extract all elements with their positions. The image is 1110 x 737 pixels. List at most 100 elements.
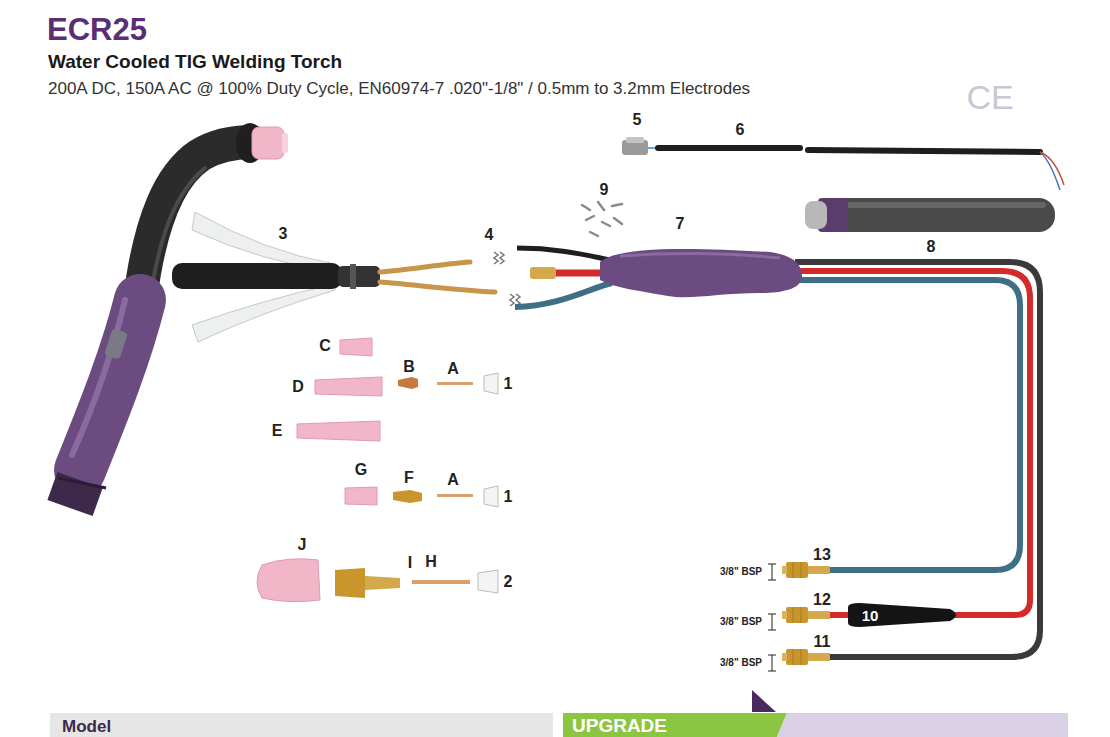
spring xyxy=(494,252,520,306)
hose-assembly xyxy=(172,212,495,342)
screws-part xyxy=(598,202,604,210)
fitting-part xyxy=(793,607,801,623)
switch-cable-part xyxy=(808,150,1040,152)
fitting-part xyxy=(782,566,787,574)
screws-part xyxy=(582,205,590,210)
hoses-part xyxy=(795,271,1030,615)
header-band xyxy=(777,713,1068,737)
spring-part xyxy=(494,252,498,264)
fitting-part xyxy=(806,653,830,661)
callout-letter: G xyxy=(355,462,367,478)
consumables-part xyxy=(437,382,473,385)
callout-number: 5 xyxy=(633,112,642,128)
fitting-part xyxy=(782,611,787,619)
consumables-part xyxy=(484,373,498,394)
consumables-part xyxy=(335,568,365,598)
switch-cable-part xyxy=(658,145,800,151)
torch-part xyxy=(80,300,140,470)
hoses-part xyxy=(795,280,1020,570)
splitter-body-part xyxy=(600,249,802,297)
hose-assembly-part xyxy=(172,263,342,289)
upgrade-banner: UPGRADE xyxy=(572,716,667,735)
screws-part xyxy=(612,204,622,206)
callout-number: 8 xyxy=(927,239,936,255)
hose-sleeve-part xyxy=(848,603,956,627)
switch-cable-part xyxy=(1040,152,1064,185)
callout-number: 2 xyxy=(504,574,513,590)
consumables-part xyxy=(393,490,422,503)
callout-number: 1 xyxy=(504,489,513,505)
fitting-part xyxy=(786,607,808,623)
splitter-body-part xyxy=(620,254,780,258)
switch xyxy=(622,137,648,155)
dimension-label: 3/8" BSP xyxy=(720,567,762,577)
consumables-part xyxy=(484,486,498,507)
consumables-part xyxy=(412,580,470,584)
callout-number: 3 xyxy=(279,226,288,242)
consumables-part xyxy=(437,494,473,497)
pointer-triangle xyxy=(752,690,776,712)
callout-number: 1 xyxy=(504,376,513,392)
hose-assembly-part xyxy=(338,266,380,287)
fitting xyxy=(782,562,830,665)
callout-number: 12 xyxy=(813,592,831,608)
subtitle: Water Cooled TIG Welding Torch xyxy=(48,52,342,71)
screws xyxy=(582,202,622,236)
leather-cover-part xyxy=(805,201,827,229)
callout-letter: H xyxy=(425,554,437,570)
switch-part xyxy=(626,137,644,143)
torch-part xyxy=(282,133,288,153)
callout-letter: E xyxy=(272,423,283,439)
callout-number: 9 xyxy=(600,182,609,198)
table-header xyxy=(50,690,1068,737)
switch-cable xyxy=(648,148,1064,190)
leather-cover-part xyxy=(830,198,1055,232)
fitting-part xyxy=(782,653,787,661)
screws-part xyxy=(614,218,622,224)
hose-assembly-part xyxy=(380,262,470,272)
callout-number: 7 xyxy=(676,216,685,232)
consumables-part xyxy=(257,559,320,602)
consumables-part xyxy=(398,377,418,389)
hose-assembly-part xyxy=(380,282,495,292)
callout-number: 13 xyxy=(813,547,831,563)
dimension-bracket-part xyxy=(768,655,776,671)
fitting-part xyxy=(806,566,830,574)
consumables-part xyxy=(315,377,382,396)
torch-part xyxy=(104,328,128,360)
spec-line: 200A DC, 150A AC @ 100% Duty Cycle, EN60… xyxy=(48,80,750,97)
hoses xyxy=(795,262,1040,657)
switch-cable-part xyxy=(1040,152,1060,190)
splitter-wires-part xyxy=(517,248,610,260)
torch-part xyxy=(252,127,284,159)
hose-assembly-part xyxy=(192,284,335,342)
header-band xyxy=(50,713,553,737)
screws-part xyxy=(602,222,610,226)
consumables-part xyxy=(340,338,372,356)
callout-letter: A xyxy=(447,361,459,377)
callout-letter: I xyxy=(408,555,412,571)
leather-cover-part xyxy=(836,202,1046,208)
callout-number: 4 xyxy=(485,227,494,243)
fitting-part xyxy=(806,611,830,619)
leather-cover xyxy=(805,198,1055,232)
callout-number: 11 xyxy=(814,634,831,650)
callout-letter: A xyxy=(447,472,459,488)
fitting-part xyxy=(786,562,808,578)
screws-part xyxy=(586,216,594,220)
callout-letter: J xyxy=(298,537,307,553)
callout-letter: F xyxy=(404,470,414,486)
callout-letter: D xyxy=(292,379,304,395)
table-header: Model xyxy=(62,718,111,735)
callout-number: 6 xyxy=(736,122,745,138)
consumables-part xyxy=(297,421,380,441)
fitting-part xyxy=(786,649,808,665)
hoses-part xyxy=(795,262,1040,657)
consumables-part xyxy=(365,576,400,590)
splitter-wires-part xyxy=(530,267,556,279)
torch-part xyxy=(58,478,106,488)
upgrade-band xyxy=(563,713,787,737)
dimension-bracket-part xyxy=(768,614,776,630)
